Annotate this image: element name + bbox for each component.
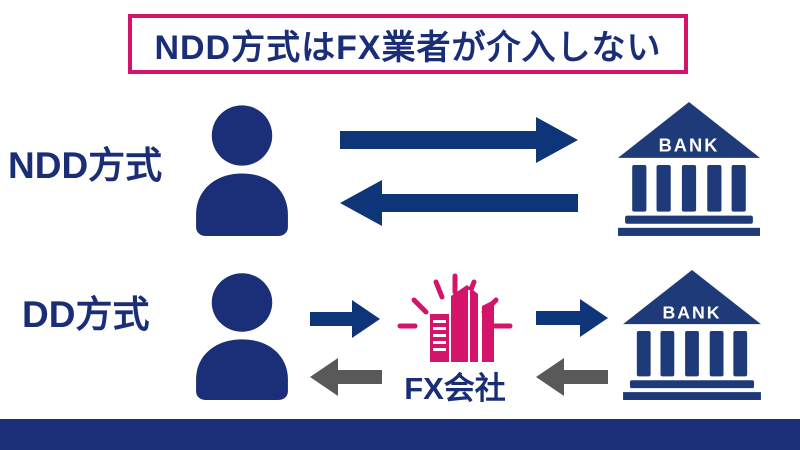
arrow-left-icon xyxy=(340,180,578,226)
page-title: NDD方式はFX業者が介入しない xyxy=(154,28,662,67)
arrow-right-icon xyxy=(310,300,380,338)
fx-company-label: FX会社 xyxy=(404,371,506,406)
bank-building-icon: BANK xyxy=(623,270,761,400)
arrow-left-icon xyxy=(536,358,608,396)
footer-bar xyxy=(0,419,800,450)
person-icon xyxy=(196,105,288,236)
fx-company-building-icon xyxy=(397,273,513,362)
bank-label: BANK xyxy=(662,302,721,322)
bank-label: BANK xyxy=(659,135,720,156)
arrow-right-icon xyxy=(536,299,608,337)
ndd-row-label: NDD方式 xyxy=(8,145,163,186)
bank-building-icon: BANK xyxy=(618,102,760,236)
person-icon xyxy=(196,273,288,400)
arrow-right-icon xyxy=(340,117,578,163)
arrow-left-icon xyxy=(310,358,382,396)
title-box: NDD方式はFX業者が介入しない xyxy=(128,14,688,74)
dd-row-label: DD方式 xyxy=(22,294,150,335)
